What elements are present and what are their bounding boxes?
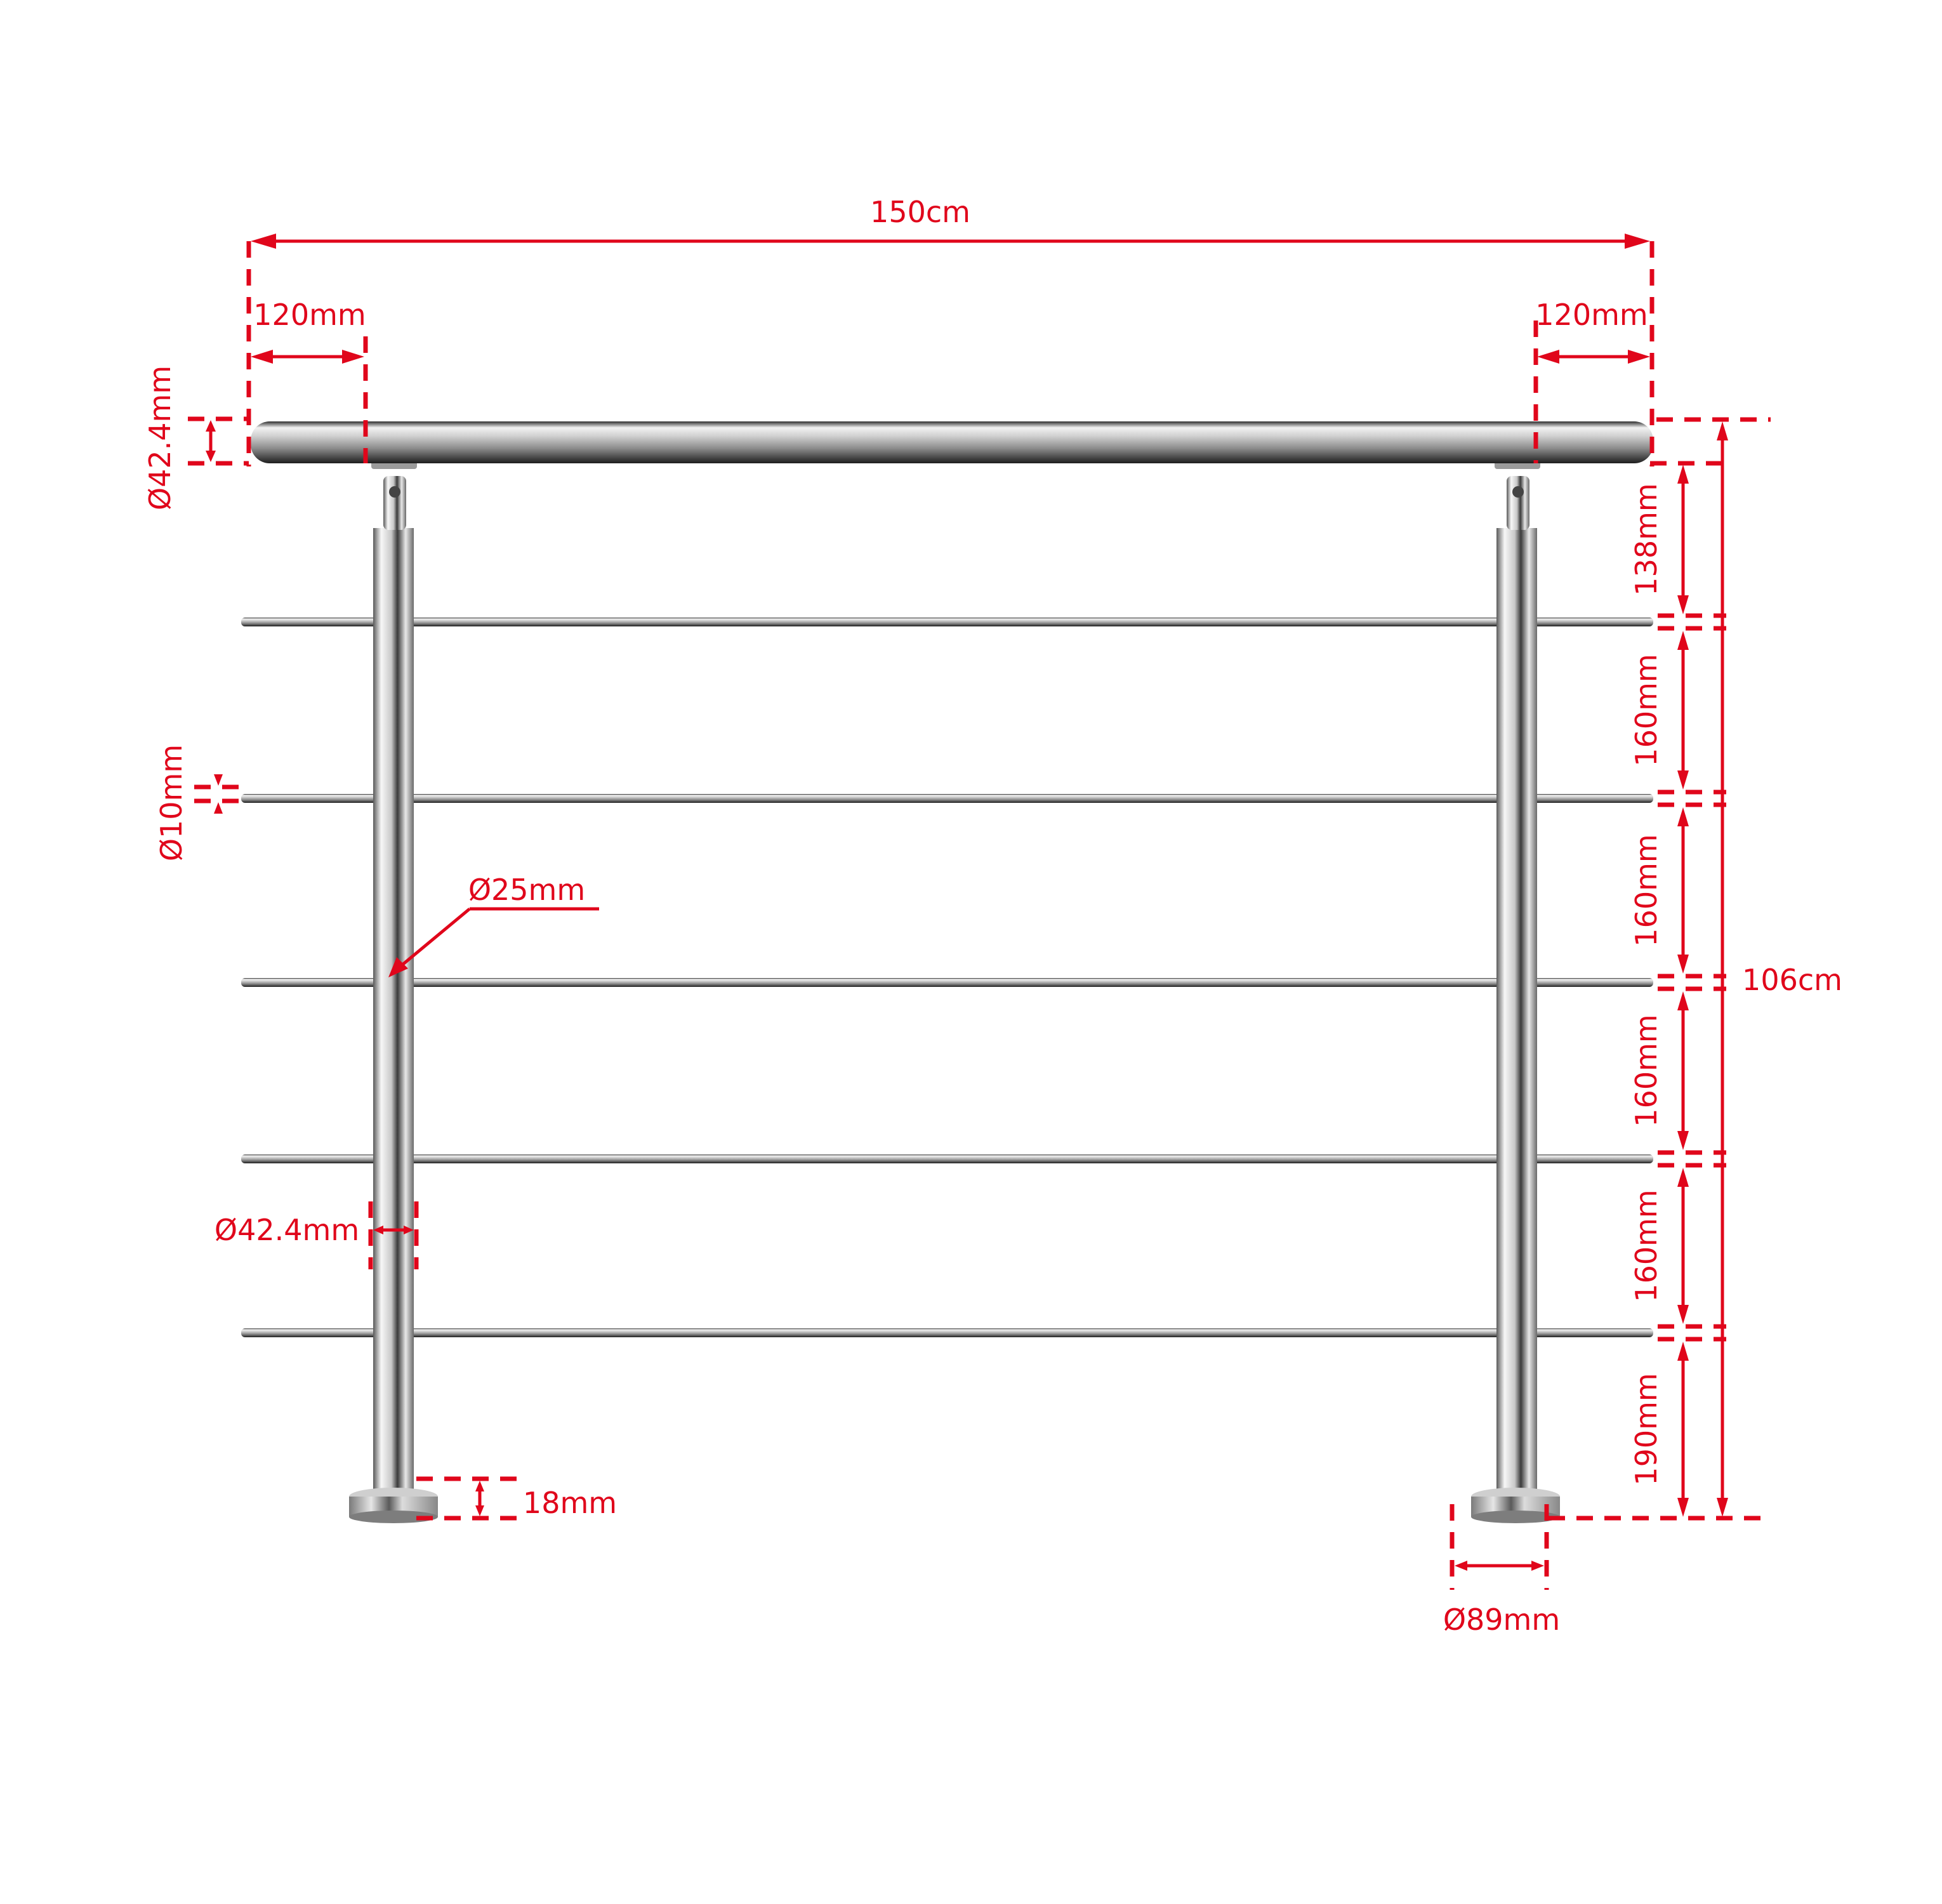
dim-overall-length: 150cm xyxy=(246,195,1655,466)
label-overall-length: 150cm xyxy=(870,195,970,229)
vertical-spacing-dim: 160mm xyxy=(1629,1168,1689,1324)
vertical-spacing-dim: 160mm xyxy=(1629,807,1689,974)
railing xyxy=(241,421,1653,1523)
vertical-spacing-dim: 190mm xyxy=(1629,1342,1689,1517)
label-right-overhang: 120mm xyxy=(1535,298,1648,332)
left-post xyxy=(371,460,417,1505)
handrail xyxy=(251,421,1653,463)
bar-extension-lines xyxy=(1658,1324,1726,1342)
label-crossbar-diameter: Ø10mm xyxy=(154,744,188,861)
vertical-spacing-dim: 138mm xyxy=(1629,465,1689,614)
label-vertical-spacing: 160mm xyxy=(1629,1189,1663,1302)
label-vertical-spacing: 190mm xyxy=(1629,1373,1663,1485)
crossbar xyxy=(241,1145,1653,1173)
label-vertical-spacing: 160mm xyxy=(1629,834,1663,946)
label-base-thickness: 18mm xyxy=(523,1486,617,1520)
label-base-diameter: Ø89mm xyxy=(1443,1603,1560,1637)
label-handrail-diameter: Ø42.4mm xyxy=(143,366,177,510)
dim-overall-height: 106cm xyxy=(1650,417,1842,1517)
label-vertical-spacing: 160mm xyxy=(1629,654,1663,766)
crossbar xyxy=(241,1319,1653,1347)
label-post-diameter: Ø42.4mm xyxy=(215,1213,359,1247)
label-holder-diameter: Ø25mm xyxy=(468,873,585,907)
vertical-spacing-dim: 160mm xyxy=(1629,991,1689,1150)
bar-extension-lines xyxy=(1658,613,1726,631)
dim-right-overhang: 120mm xyxy=(1533,298,1650,463)
dim-holder-diameter: Ø25mm xyxy=(388,873,599,977)
dimension-annotations: 150cm 120mm 120mm Ø42.4mm xyxy=(143,195,1842,1637)
crossbars xyxy=(241,608,1653,1347)
label-vertical-spacing: 138mm xyxy=(1629,483,1663,595)
vertical-spacing-dim: 160mm xyxy=(1629,631,1689,790)
dim-base-thickness: 18mm xyxy=(416,1476,617,1521)
crossbar xyxy=(241,608,1653,636)
crossbar xyxy=(241,784,1653,812)
right-post xyxy=(1495,460,1540,1505)
left-base-plate xyxy=(349,1488,438,1523)
dim-post-diameter: Ø42.4mm xyxy=(215,1201,419,1269)
bar-extension-lines xyxy=(1658,790,1726,807)
label-vertical-spacing: 160mm xyxy=(1629,1014,1663,1127)
bar-extension-lines xyxy=(1658,1150,1726,1168)
label-left-overhang: 120mm xyxy=(253,298,366,332)
dim-left-overhang: 120mm xyxy=(251,298,368,463)
bar-extension-lines xyxy=(1658,974,1726,991)
dim-base-diameter: Ø89mm xyxy=(1443,1504,1771,1637)
dim-vertical-spacings: 138mm 160mm 160mm 160mm 160mm 190mm xyxy=(1629,465,1726,1517)
label-overall-height: 106cm xyxy=(1742,963,1842,997)
dim-crossbar-diameter: Ø10mm xyxy=(154,744,241,861)
crossbar xyxy=(241,969,1653,996)
dim-handrail-diameter: Ø42.4mm xyxy=(143,366,249,510)
